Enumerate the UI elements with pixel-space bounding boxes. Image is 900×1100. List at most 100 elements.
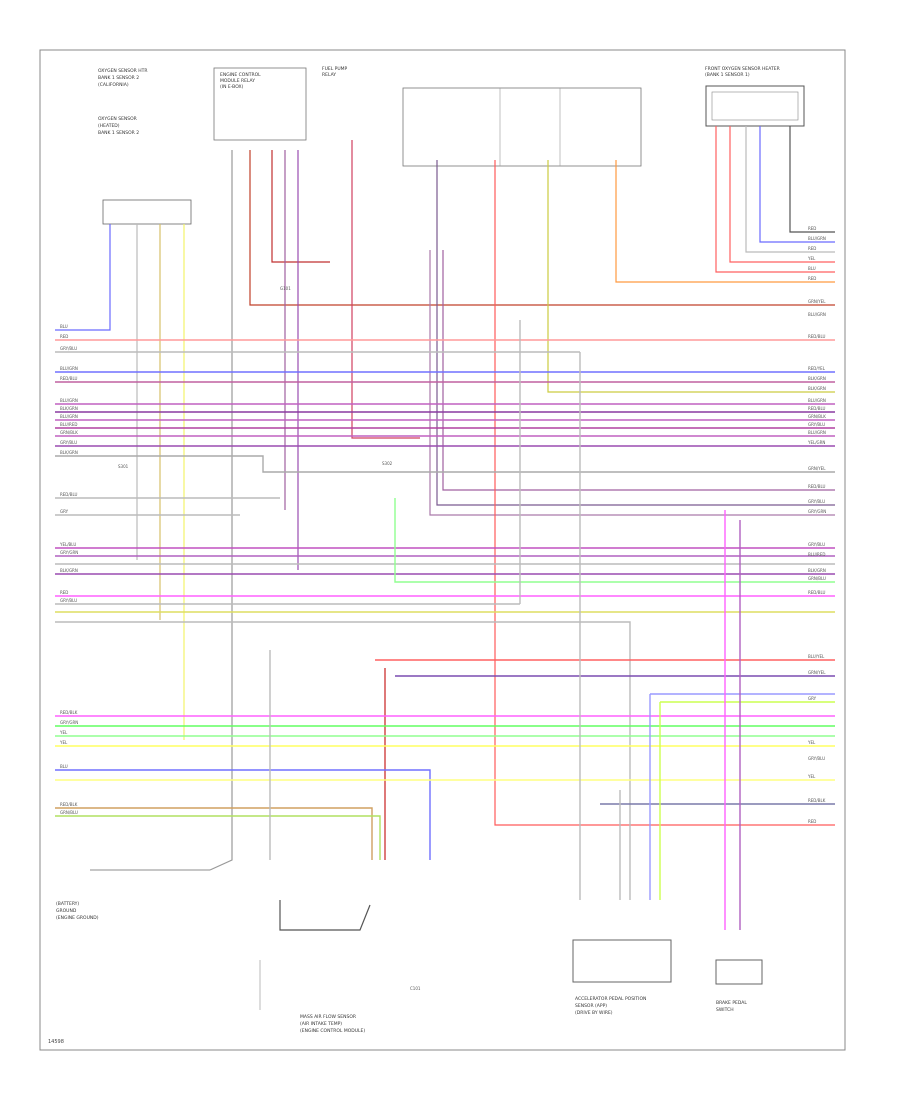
block-text: MASS AIR FLOW SENSOR: [300, 1014, 356, 1020]
right-wire-label: YEL/GRN: [807, 440, 825, 445]
left-wire-label: GRY/GRN: [60, 550, 78, 555]
right-wire-label: RED/BLU: [808, 334, 826, 339]
right-wire-label: RED: [808, 226, 816, 231]
splice-label: G101: [280, 286, 291, 291]
right-wire-label: YEL: [807, 256, 816, 261]
right-wire-label: GRY: [808, 696, 817, 701]
splice-label: S301: [118, 464, 129, 469]
left-wire-label: BLK/GRN: [60, 568, 78, 573]
right-wire-label: GRY/BLU: [808, 499, 825, 504]
right-wire-label: BLU: [808, 266, 816, 271]
front-o2-heater-block: FRONT OXYGEN SENSOR HEATER (BANK 1 SENSO…: [705, 66, 805, 127]
block-text: (BATTERY): [56, 901, 79, 907]
right-wire-label: GRN/BLK: [808, 414, 826, 419]
splice-label: S302: [382, 461, 393, 466]
diagram-frame: [39, 49, 846, 1051]
left-wire-label: BLU/GRN: [60, 366, 78, 371]
splice-label: C101: [410, 986, 421, 991]
right-wire-label: GRN/YEL: [808, 466, 826, 471]
block-text: (ENGINE CONTROL MODULE): [300, 1028, 365, 1034]
ground-block: (BATTERY) GROUND (ENGINE GROUND): [56, 869, 210, 921]
block-text: (CALIFORNIA): [98, 82, 129, 88]
right-wire-label: BLK/GRN: [808, 386, 826, 391]
right-wire-label: RED/BLU: [808, 484, 826, 489]
right-wire-label: BLK/GRN: [808, 568, 826, 573]
block-text: (HEATED): [98, 123, 120, 129]
left-wire-label: BLU/RED: [60, 422, 77, 427]
left-wire-label: GRY/BLU: [60, 346, 77, 351]
left-wire-label: GRY/GRN: [60, 720, 78, 725]
right-wire-label: YEL: [807, 774, 816, 779]
block-text: OXYGEN SENSOR HTR: [98, 68, 148, 74]
block-text: (IN E-BOX): [220, 84, 244, 90]
left-wire-label: BLU/GRN: [60, 398, 78, 403]
left-wire-label: RED/BLK: [60, 710, 78, 715]
left-wire-label: BLU: [60, 764, 68, 769]
block-text: OXYGEN SENSOR: [98, 116, 137, 122]
right-wire-label: BLU/YEL: [808, 654, 825, 659]
app-sensor-block: ACCELERATOR PEDAL POSITION SENSOR (APP) …: [572, 939, 672, 1016]
left-wire-label: GRN/BLK: [60, 430, 78, 435]
right-wire-labels: RED BLU/GRN RED YEL BLU RED GRN/YEL BLU/…: [807, 226, 826, 824]
right-wire-label: BLU/GRN: [808, 430, 826, 435]
left-wire-label: RED/BLK: [60, 802, 78, 807]
right-wire-label: GRY/GRN: [808, 509, 826, 514]
right-wire-label: GRY/BLU: [808, 422, 825, 427]
right-wire-label: RED/BLU: [808, 590, 826, 595]
block-text: BANK 1 SENSOR 2: [98, 75, 139, 81]
left-wire-label: BLK/GRN: [60, 406, 78, 411]
right-wire-label: RED: [808, 819, 816, 824]
right-wire-label: BLK/GRN: [808, 376, 826, 381]
left-wire-label: YEL: [59, 730, 68, 735]
horizontal-bus: [55, 320, 835, 930]
left-wire-label: GRN/BLU: [60, 810, 78, 815]
block-text: ENGINE CONTROL: [220, 72, 261, 78]
left-wire-label: BLK/GRN: [60, 450, 78, 455]
block-text: SENSOR (APP): [575, 1003, 607, 1009]
left-wire-label: RED: [60, 590, 68, 595]
splice-labels: S301 S302 G101 C101: [118, 286, 421, 991]
right-wire-label: RED/BLK: [808, 798, 826, 803]
left-wire-labels: BLU RED GRY/BLU BLU/GRN RED/BLU BLU/GRN …: [59, 324, 78, 815]
right-wire-label: GRY/BLU: [808, 542, 825, 547]
left-wire-label: RED/BLU: [60, 492, 78, 497]
right-wire-label: GRN/YEL: [808, 299, 826, 304]
block-text: (AIR INTAKE TEMP): [300, 1021, 342, 1027]
right-wire-label: RED: [808, 246, 816, 251]
ecm-relay-block: ENGINE CONTROL MODULE RELAY (IN E-BOX): [213, 67, 307, 141]
brake-switch-block: BRAKE PEDAL SWITCH: [715, 959, 763, 1013]
block-text: BRAKE PEDAL: [716, 1000, 747, 1006]
block-text: (DRIVE BY WIRE): [575, 1010, 613, 1016]
right-wire-label: RED/BLU: [808, 406, 826, 411]
block-text: BANK 1 SENSOR 2: [98, 130, 139, 136]
right-wire-label: BLU/GRN: [808, 398, 826, 403]
block-text: GROUND: [56, 908, 77, 914]
fuel-relay-wires: [429, 160, 835, 826]
left-wire-label: BLU/GRN: [60, 414, 78, 419]
left-wire-label: YEL: [59, 740, 68, 745]
o2-heater-wires: [715, 126, 835, 273]
top-left-sensor-block: OXYGEN SENSOR HTR BANK 1 SENSOR 2 (CALIF…: [98, 68, 192, 225]
right-wire-label: GRY/BLU: [808, 756, 825, 761]
left-sensor-wires: [55, 224, 185, 740]
block-text: RELAY: [322, 72, 336, 78]
right-wire-label: GRN/BLU: [808, 576, 826, 581]
right-wire-label: BLU/GRN: [808, 312, 826, 317]
footer-code: 14598: [48, 1039, 64, 1045]
block-text: ACCELERATOR PEDAL POSITION: [575, 996, 646, 1002]
left-wire-label: GRY/BLU: [60, 598, 77, 603]
ecm-relay-wires: [209, 140, 835, 871]
right-wire-label: RED: [808, 276, 816, 281]
block-text: (BANK 1 SENSOR 1): [705, 72, 750, 78]
left-wire-label: GRY/BLU: [60, 440, 77, 445]
block-text: FUEL PUMP: [322, 66, 348, 72]
fuel-pump-relay-block: FUEL PUMP RELAY: [322, 66, 642, 167]
right-wire-label: GRN/YEL: [808, 670, 826, 675]
left-wire-label: RED/BLU: [60, 376, 78, 381]
left-wire-label: GRY: [60, 509, 69, 514]
right-wire-label: YEL: [807, 740, 816, 745]
block-text: FRONT OXYGEN SENSOR HEATER: [705, 66, 780, 72]
block-text: MODULE RELAY: [220, 78, 255, 84]
right-wire-label: BLU/RED: [808, 552, 825, 557]
